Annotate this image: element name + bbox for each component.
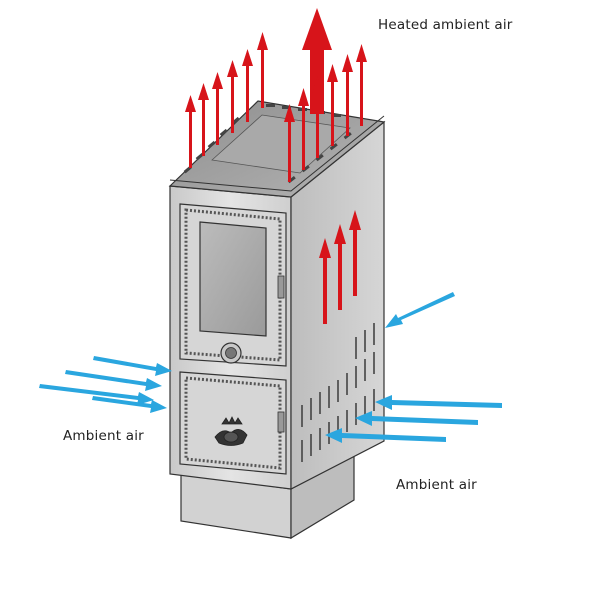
- heated-arrow: [257, 32, 268, 108]
- ambient-arrow: [355, 411, 478, 426]
- heated-arrow: [356, 44, 367, 126]
- heated-arrow: [284, 104, 295, 182]
- crest-emblem: [214, 416, 248, 446]
- ambient-arrow: [325, 428, 446, 443]
- ambient-air-arrows-right: [325, 292, 502, 443]
- heated-arrow: [185, 95, 196, 168]
- ambient-arrow: [93, 356, 172, 376]
- ambient-arrow: [92, 396, 167, 413]
- ambient-arrow: [65, 370, 162, 391]
- side-vents: [301, 323, 375, 462]
- heated-arrow: [198, 83, 209, 156]
- heated-arrow: [242, 49, 253, 122]
- ambient-arrow: [39, 384, 154, 405]
- heated-arrow-side: [334, 224, 346, 310]
- heated-arrow: [298, 88, 309, 170]
- lower-door-hinge: [277, 411, 285, 433]
- upper-door-hinge: [277, 275, 285, 299]
- heated-arrow: [342, 54, 353, 136]
- upper-door: [179, 203, 287, 367]
- ambient-arrow: [375, 395, 502, 410]
- heated-arrow: [212, 72, 223, 145]
- ambient-arrow: [385, 292, 455, 328]
- lower-door: [179, 371, 287, 475]
- heated-arrow-side: [319, 238, 331, 324]
- heated-air-arrows: [185, 8, 367, 324]
- ambient-air-label-right: Ambient air: [396, 477, 477, 493]
- door-glass-window: [199, 221, 267, 337]
- heated-arrow: [312, 76, 323, 158]
- heated-arrow-side: [349, 210, 361, 296]
- ambient-air-arrows-left: [39, 356, 172, 413]
- heated-arrow: [327, 64, 338, 146]
- ambient-air-label-left: Ambient air: [63, 428, 144, 444]
- stove-top-plate: [211, 114, 351, 174]
- heated-arrow: [227, 60, 238, 133]
- heated-air-label: Heated ambient air: [378, 17, 513, 33]
